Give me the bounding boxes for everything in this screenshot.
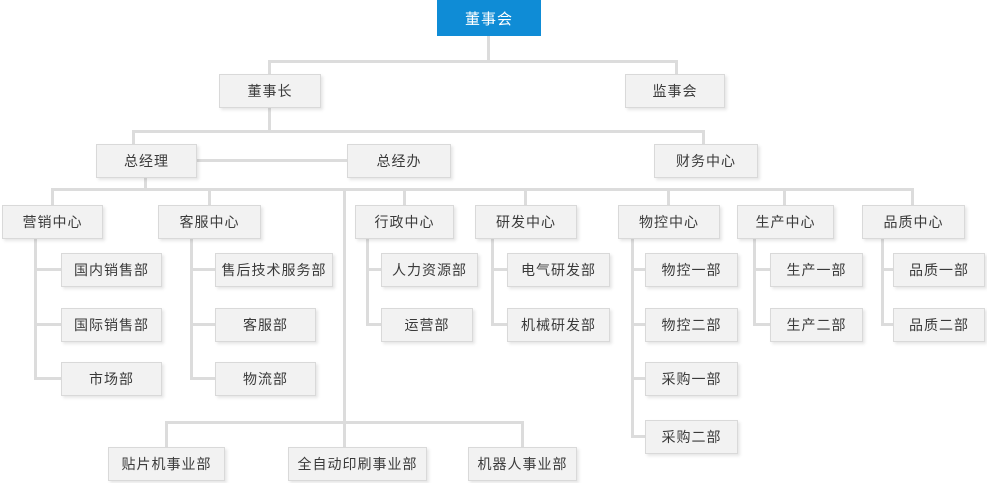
connector-line (911, 188, 914, 205)
connector-line (753, 268, 770, 271)
connector-line (631, 377, 645, 380)
connector-line (51, 188, 914, 191)
node-rd-center: 研发中心 (475, 205, 577, 239)
node-robot-division: 机器人事业部 (468, 447, 577, 481)
connector-line (366, 323, 381, 326)
node-logistics-dept: 物流部 (215, 362, 316, 396)
connector-line (702, 130, 705, 144)
node-electrical-rd: 电气研发部 (507, 253, 610, 287)
connector-line (881, 239, 884, 326)
connector-line (881, 268, 893, 271)
connector-line (197, 159, 347, 162)
connector-line (165, 421, 168, 447)
node-domestic-sales: 国内销售部 (61, 253, 162, 287)
connector-line (403, 188, 406, 205)
connector-line (268, 108, 271, 133)
connector-line (366, 268, 381, 271)
node-quality-1: 品质一部 (893, 253, 985, 287)
connector-line (753, 239, 756, 326)
node-procurement-1: 采购一部 (645, 362, 738, 396)
node-gm-office: 总经办 (347, 144, 451, 178)
node-mechanical-rd: 机械研发部 (507, 308, 610, 342)
connector-line (366, 239, 369, 326)
connector-line (631, 239, 634, 438)
node-material-control-2: 物控二部 (645, 308, 738, 342)
node-production-2: 生产二部 (770, 308, 863, 342)
connector-line (783, 188, 786, 205)
connector-line (667, 188, 670, 205)
connector-line (144, 178, 147, 189)
connector-line (487, 36, 490, 61)
connector-line (631, 435, 645, 438)
connector-line (675, 60, 678, 74)
connector-line (165, 421, 523, 424)
connector-line (268, 60, 271, 74)
connector-line (881, 323, 893, 326)
node-hr-dept: 人力资源部 (381, 253, 478, 287)
connector-line (190, 323, 215, 326)
connector-line (753, 323, 770, 326)
node-smt-division: 贴片机事业部 (108, 447, 225, 481)
node-quality-2: 品质二部 (893, 308, 985, 342)
connector-line (343, 188, 346, 447)
node-market-dept: 市场部 (61, 362, 162, 396)
connector-line (51, 188, 54, 205)
node-printing-division: 全自动印刷事业部 (288, 447, 427, 481)
connector-line (268, 60, 678, 63)
node-international-sales: 国际销售部 (61, 308, 162, 342)
node-chairman: 董事长 (219, 74, 321, 108)
node-material-center: 物控中心 (618, 205, 720, 239)
connector-line (491, 239, 494, 326)
connector-line (631, 268, 645, 271)
connector-line (132, 130, 705, 133)
node-after-sales-tech: 售后技术服务部 (215, 253, 333, 287)
connector-line (34, 323, 61, 326)
connector-line (34, 268, 61, 271)
connector-line (491, 323, 507, 326)
connector-line (132, 130, 135, 144)
connector-line (524, 188, 527, 205)
node-general-manager: 总经理 (96, 144, 197, 178)
node-marketing-center: 营销中心 (2, 205, 103, 239)
connector-line (34, 377, 61, 380)
node-quality-center: 品质中心 (862, 205, 965, 239)
connector-line (190, 268, 215, 271)
connector-line (491, 268, 507, 271)
node-material-control-1: 物控一部 (645, 253, 738, 287)
connector-line (631, 323, 645, 326)
node-production-1: 生产一部 (770, 253, 863, 287)
node-production-center: 生产中心 (737, 205, 834, 239)
connector-line (34, 239, 37, 380)
node-procurement-2: 采购二部 (645, 420, 738, 454)
connector-line (208, 188, 211, 205)
node-service-center: 客服中心 (158, 205, 261, 239)
node-admin-center: 行政中心 (355, 205, 454, 239)
connector-line (521, 421, 524, 447)
node-finance-center: 财务中心 (654, 144, 758, 178)
node-board: 董事会 (437, 0, 541, 36)
node-operations-dept: 运营部 (381, 308, 473, 342)
node-supervisory-board: 监事会 (625, 74, 725, 108)
connector-line (190, 377, 215, 380)
connector-line (190, 239, 193, 380)
node-service-dept: 客服部 (215, 308, 316, 342)
